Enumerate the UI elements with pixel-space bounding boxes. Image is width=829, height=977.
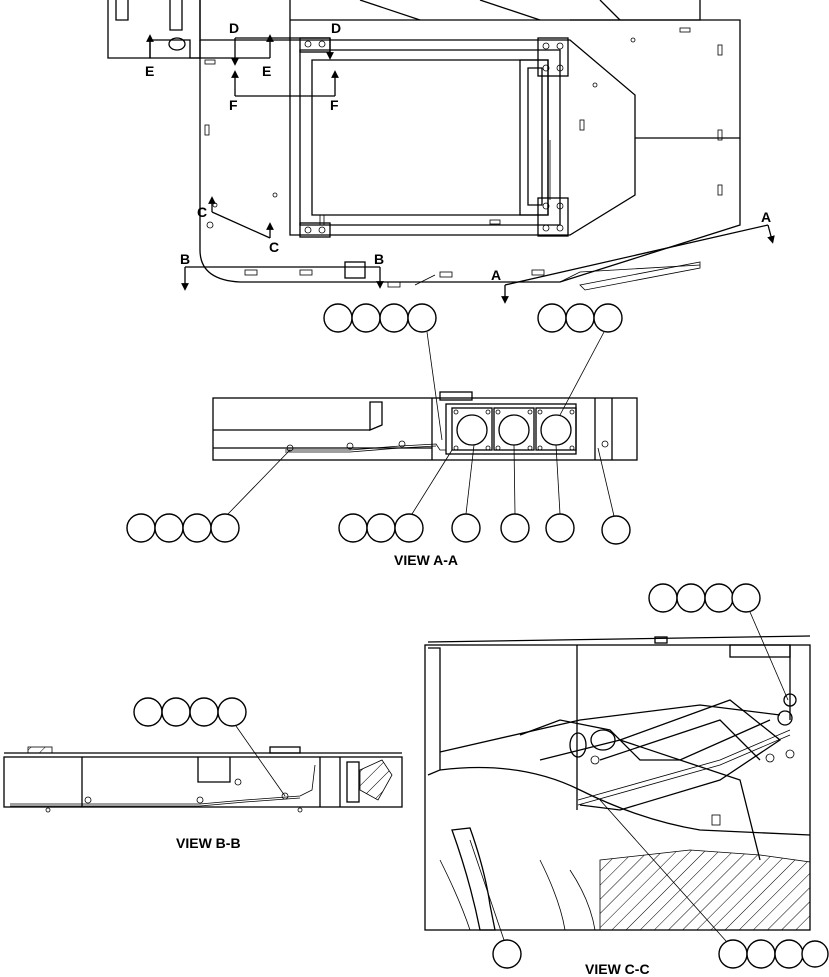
- section-mark-a-left: A: [491, 267, 501, 283]
- section-mark-e-left: E: [145, 63, 154, 79]
- section-mark-c-lower: C: [269, 239, 279, 255]
- section-mark-d-left: D: [229, 20, 239, 36]
- section-mark-c-upper: C: [197, 204, 207, 220]
- view-a-a: VIEW A-A: [126, 303, 638, 568]
- section-mark-a-right: A: [761, 209, 771, 225]
- section-mark-d-right: D: [331, 20, 341, 36]
- section-mark-e-right: E: [262, 63, 271, 79]
- section-mark-f-right: F: [330, 97, 339, 113]
- view-c-c: VIEW C-C: [424, 583, 829, 977]
- view-a-a-title: VIEW A-A: [394, 552, 458, 568]
- plan-view: A A B B C C D D E E F F: [107, 0, 775, 304]
- section-mark-b-left: B: [180, 251, 190, 267]
- view-b-b: VIEW B-B: [3, 697, 403, 851]
- view-b-b-title: VIEW B-B: [176, 835, 241, 851]
- section-mark-f-left: F: [229, 97, 238, 113]
- view-c-c-title: VIEW C-C: [585, 961, 650, 977]
- section-mark-b-right: B: [374, 251, 384, 267]
